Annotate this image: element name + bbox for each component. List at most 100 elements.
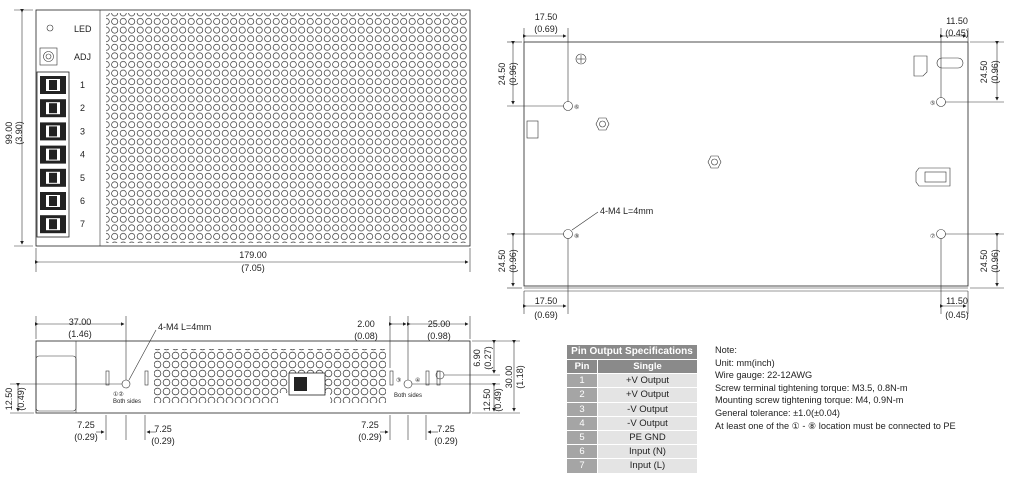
side-dim-25: 25.00 (428, 319, 451, 329)
bottom-case-outline (523, 41, 969, 287)
terminal-number: 7 (80, 219, 85, 229)
pin-number: 2 (566, 387, 598, 403)
ventilation-holes (106, 13, 467, 243)
pin-function: PE GND (597, 429, 698, 446)
front-height-dim-in: (3.90) (14, 121, 24, 145)
bottom-view (507, 28, 1004, 314)
terminal-screw-slot (49, 103, 57, 114)
pin-output-table: Pin Output Specifications Pin Single 1+V… (566, 344, 698, 474)
side-dim-725-c-in: (0.29) (358, 432, 382, 442)
bottom-right-dim-low-in: (0.45) (945, 310, 969, 320)
terminal-number: 1 (80, 80, 85, 90)
side-dim-37-in: (1.46) (68, 329, 92, 339)
note-line: Screw terminal tightening torque: M3.5, … (715, 382, 908, 393)
front-view: 99.00 (3.90) 179.00 (7.05) (4, 9, 471, 273)
bottom-left-dim-low: 17.50 (535, 296, 558, 306)
side-dim-1250-l: 12.50 (4, 388, 14, 411)
side-screw-label: 4-M4 L=4mm (158, 322, 211, 332)
front-height-dim: 99.00 (4, 122, 14, 145)
note-line: Wire gauge: 22-12AWG (715, 370, 813, 381)
bottom-right-dim: 11.50 (946, 16, 968, 26)
bottom-left-dim: 17.50 (535, 12, 558, 22)
side-dim-2-in: (0.08) (354, 331, 378, 341)
side-dim-725-d-in: (0.29) (434, 436, 458, 446)
bottom-right-dim-low: 11.50 (946, 296, 968, 306)
note-line: General tolerance: ±1.0(±0.04) (715, 407, 840, 418)
terminal-screw-slot (49, 126, 57, 137)
bottom-side-dim-tl-in: (0.96) (508, 62, 518, 86)
hole-label-7: ⑦ (930, 233, 935, 240)
bottom-side-dim-tl: 24.50 (497, 63, 507, 86)
side-dim-690-in: (0.27) (483, 346, 493, 370)
side-dim-725-b-in: (0.29) (151, 436, 175, 446)
bottom-side-dim-tr-in: (0.96) (990, 60, 1000, 84)
bottom-right-dim-in: (0.45) (945, 28, 969, 38)
side-dim-2: 2.00 (357, 319, 375, 329)
bottom-side-dim-bl-in: (0.96) (508, 249, 518, 273)
pin-function: Input (N) (597, 444, 698, 460)
pin-number: 5 (566, 429, 598, 446)
side-dim-690: 6.90 (472, 349, 482, 367)
adj-potentiometer[interactable] (39, 47, 58, 66)
led-indicator (46, 24, 54, 32)
side-both-sides-left: Both sides (113, 399, 141, 405)
bottom-side-dim-br: 24.50 (979, 250, 989, 273)
pin-row: 3-V Output (566, 401, 698, 417)
pin-number: 7 (566, 458, 598, 474)
adj-label: ADJ (74, 52, 91, 62)
side-ventilation-holes (154, 349, 386, 393)
pin-number: 3 (566, 401, 598, 417)
terminal-number: 5 (80, 173, 85, 183)
front-width-dim: 179.00 (239, 250, 267, 260)
side-dim-725-c: 7.25 (361, 420, 379, 430)
terminal-block (36, 71, 70, 238)
led-label: LED (74, 24, 92, 34)
pin-function: -V Output (597, 415, 698, 431)
side-dim-1250-r-in: (0.49) (493, 388, 503, 412)
terminal-screw-slot (49, 172, 57, 183)
hole-label-5: ⑤ (930, 100, 935, 107)
side-view (10, 316, 520, 440)
side-dim-1250-l-in: (0.49) (16, 387, 26, 411)
pin-row: 2+V Output (566, 387, 698, 403)
pin-row: 1+V Output (566, 373, 698, 389)
side-dim-725-d: 7.25 (437, 424, 455, 434)
side-mount-hole-right (403, 379, 413, 389)
pin-number: 6 (566, 444, 598, 460)
side-dim-725-a-in: (0.29) (74, 432, 98, 442)
side-dim-1250-r: 12.50 (482, 389, 492, 412)
note-line: Note: (715, 345, 737, 355)
terminal-screw-slot (49, 149, 57, 160)
terminal-screw-slot (49, 80, 57, 90)
bottom-side-dim-br-in: (0.96) (990, 249, 1000, 273)
terminal-number: 4 (80, 150, 85, 160)
side-dim-30-in: (1.18) (515, 365, 525, 389)
side-hole-label-4: ④ (415, 377, 420, 384)
hex-nut-icon (707, 155, 722, 169)
bottom-side-dim-tr: 24.50 (979, 61, 989, 84)
terminal-screw-slot (49, 219, 57, 230)
hole-label-8: ⑧ (574, 233, 579, 240)
pin-function: +V Output (597, 387, 698, 403)
terminal-screw-slot (49, 196, 57, 206)
side-dim-725-b: 7.25 (154, 424, 172, 434)
bottom-side-dim-bl: 24.50 (497, 250, 507, 273)
single-col-header: Single (597, 358, 698, 375)
side-dim-725-a: 7.25 (77, 420, 95, 430)
front-case-outline (35, 9, 471, 247)
side-mount-hole-left (121, 379, 131, 389)
bottom-screw-label: 4-M4 L=4mm (600, 206, 653, 216)
mounting-hole-7 (936, 229, 946, 239)
pin-function: +V Output (597, 373, 698, 389)
pin-function: -V Output (597, 401, 698, 417)
pin-number: 4 (566, 415, 598, 431)
bottom-left-dim-in: (0.69) (534, 24, 558, 34)
mounting-hole-8 (563, 229, 573, 239)
mounting-hole-6 (563, 101, 573, 111)
side-dim-37: 37.00 (69, 317, 92, 327)
side-dim-25-in: (0.98) (427, 331, 451, 341)
side-dim-30: 30.00 (504, 366, 514, 389)
pin-col-header: Pin (566, 358, 598, 375)
